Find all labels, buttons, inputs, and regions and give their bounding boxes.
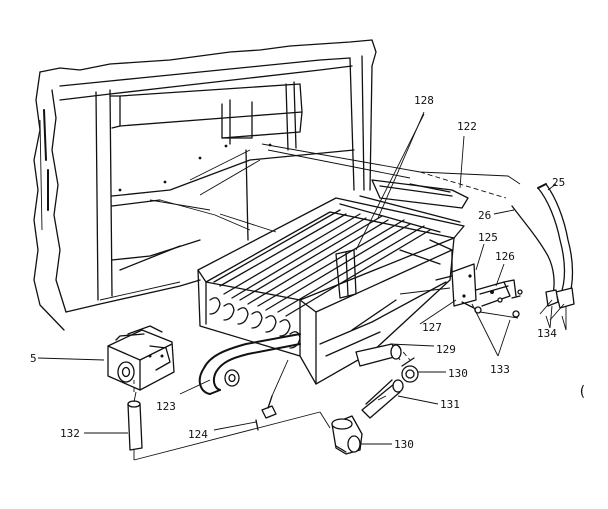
- callout-123: 123: [156, 400, 176, 413]
- callout-5: 5: [30, 352, 37, 365]
- gas-pipe-123: [198, 333, 301, 395]
- gas-valve-5: [107, 325, 175, 391]
- margin-mark: (: [578, 384, 586, 400]
- callout-130b: 130: [394, 438, 414, 451]
- pipe-129: [355, 343, 411, 367]
- thermocouple-leads: [511, 183, 575, 331]
- callout-122: 122: [457, 120, 477, 133]
- callout-129: 129: [436, 343, 456, 356]
- callout-125: 125: [478, 231, 498, 244]
- callout-131: 131: [440, 398, 460, 411]
- elbow-130-lower: [331, 415, 363, 455]
- callout-134: 134: [537, 327, 557, 340]
- callout-124: 124: [188, 428, 208, 441]
- callout-133: 133: [490, 363, 510, 376]
- callout-127: 127: [422, 321, 442, 334]
- pipe-131: [361, 379, 404, 419]
- callout-132: 132: [60, 427, 80, 440]
- guide-lines: [149, 143, 521, 319]
- callout-126: 126: [495, 250, 515, 263]
- burner-tray-122: [371, 179, 469, 209]
- callout-130a: 130: [448, 367, 468, 380]
- cabinet-housing: [33, 39, 377, 331]
- igniter-124: [255, 359, 289, 431]
- gas-line-guide: [133, 411, 331, 461]
- leader-lines: [37, 111, 565, 445]
- pipe-nipple-132: [127, 380, 143, 460]
- callout-26: 26: [478, 209, 491, 222]
- callout-25: 25: [552, 176, 565, 189]
- burner-assembly: [197, 195, 465, 385]
- elbow-130-upper: [393, 349, 419, 383]
- callout-labels: 5 25 26 122 123 124 125 126 127 128 129 …: [30, 94, 586, 451]
- callout-128: 128: [414, 94, 434, 107]
- pilot-assembly: [451, 263, 523, 318]
